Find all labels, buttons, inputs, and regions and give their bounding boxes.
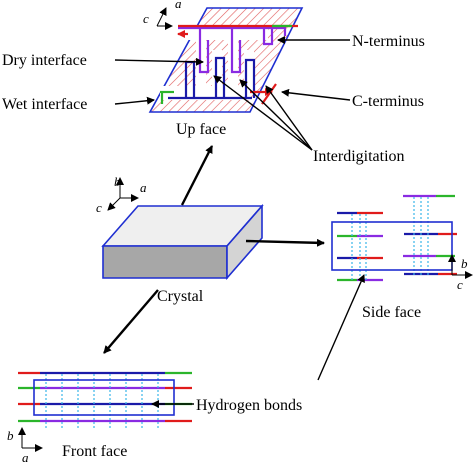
crystal-label: Crystal	[157, 288, 204, 305]
crystal-axis-b-label: b	[114, 174, 121, 189]
front-axis-b-label: b	[7, 428, 14, 443]
arrow-to-front-face	[103, 289, 159, 354]
arrow-to-up-face	[180, 145, 214, 206]
crystal-block	[101, 203, 264, 281]
hbonds-pointer-side	[317, 274, 365, 381]
up-face-panel	[148, 7, 304, 113]
side-axis-c-label: c	[457, 277, 463, 292]
c-terminus-pointer	[281, 88, 351, 101]
front-face-panel	[18, 371, 192, 430]
front-face-axes	[18, 427, 43, 452]
crystal-side-face	[226, 203, 263, 281]
crystal-axis-a-label: a	[140, 180, 147, 195]
interdigitation-pointer-3	[265, 85, 313, 151]
up-face-label: Up face	[176, 121, 226, 138]
up-axis-a-label: a	[175, 0, 182, 11]
interdigitation-pointer-2	[239, 79, 313, 151]
n-terminus-label: N-terminus	[352, 33, 425, 50]
side-face-box	[331, 221, 453, 271]
crystal-front-face	[102, 245, 228, 279]
up-face-pointers	[114, 36, 351, 151]
side-face-label: Side face	[362, 304, 421, 321]
front-face-box	[33, 379, 175, 416]
hydrogen-bonds-label: Hydrogen bonds	[196, 397, 302, 414]
crystal-axis-c-label: c	[96, 200, 102, 215]
upper-comb-strand	[178, 26, 287, 74]
side-face-strands	[337, 194, 457, 282]
side-axis-b-label: b	[461, 256, 468, 271]
side-face-axes	[448, 254, 473, 279]
up-face-axes: c a	[143, 0, 182, 30]
arrow-to-side-face	[245, 238, 325, 247]
up-axis-c-label: c	[143, 11, 149, 26]
dry-interface-pointer	[114, 57, 204, 66]
interdigitation-pointer-1	[213, 75, 313, 151]
crystal-arrows	[103, 145, 325, 354]
front-axis-a-label: a	[22, 450, 29, 464]
wet-interface-pointer	[114, 96, 155, 105]
interdigitation-label: Interdigitation	[313, 148, 405, 165]
front-face-label: Front face	[62, 443, 127, 460]
wet-interface-label: Wet interface	[2, 96, 87, 113]
c-terminus-red-edge	[261, 83, 277, 105]
side-face-panel	[331, 194, 457, 282]
crystal-axes	[107, 177, 139, 211]
front-face-strands	[18, 371, 192, 423]
dry-interface-label: Dry interface	[2, 52, 87, 69]
c-terminus-label: C-terminus	[352, 93, 424, 110]
